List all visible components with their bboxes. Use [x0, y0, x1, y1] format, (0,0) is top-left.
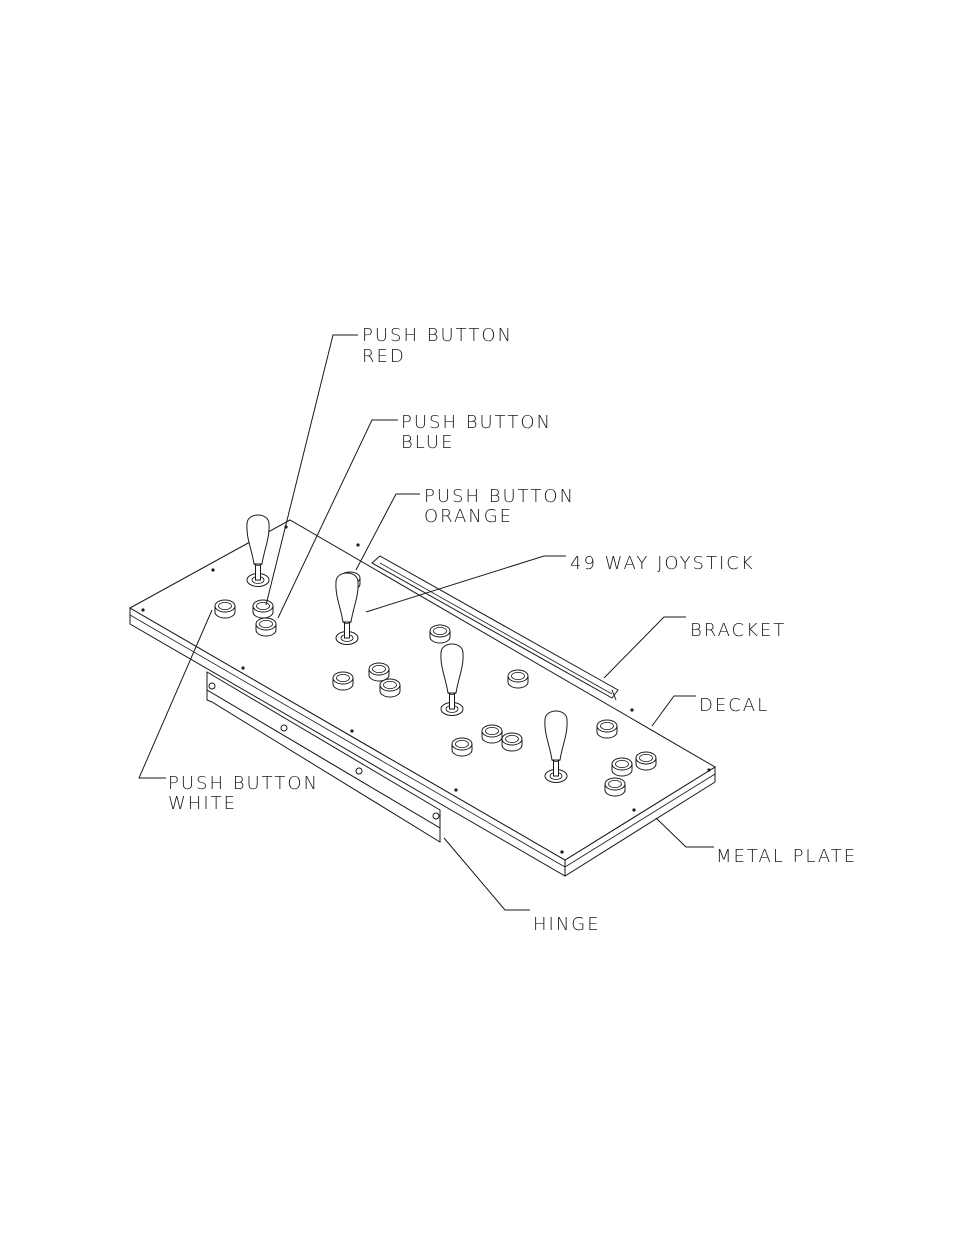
leader-lines — [138, 334, 714, 911]
label-push-button-white: PUSH BUTTON WHITE — [168, 773, 327, 814]
leader-decal — [651, 695, 696, 727]
joystick — [440, 643, 464, 716]
push-button — [214, 599, 236, 619]
label-push-button-orange: PUSH BUTTON ORANGE — [424, 486, 583, 527]
push-button — [379, 678, 401, 698]
leader-orange — [355, 493, 420, 571]
label-metal-plate: METAL PLATE — [716, 846, 857, 867]
label-49-way-joystick: 49 WAY JOYSTICK — [570, 553, 755, 574]
bracket — [371, 555, 619, 701]
label-bracket: BRACKET — [690, 620, 786, 641]
joystick — [335, 572, 359, 645]
mounting-screws — [141, 525, 711, 854]
push-button — [611, 757, 633, 777]
label-push-button-blue: PUSH BUTTON BLUE — [401, 412, 560, 453]
push-button — [451, 737, 473, 757]
label-push-button-red: PUSH BUTTON RED — [362, 325, 521, 367]
push-button — [429, 624, 451, 644]
hinge — [206, 671, 441, 843]
push-button — [507, 669, 529, 689]
leader-red — [265, 334, 358, 606]
leader-hinge — [443, 837, 530, 911]
joystick — [544, 710, 568, 783]
leader-metal-plate — [655, 817, 714, 848]
decal — [128, 519, 716, 861]
push-button — [252, 599, 274, 619]
leader-bracket — [603, 616, 686, 679]
push-button — [501, 732, 523, 752]
push-button — [635, 751, 657, 771]
push-button — [255, 617, 277, 637]
leader-blue — [277, 419, 398, 619]
push-button — [596, 719, 618, 739]
joysticks — [246, 514, 568, 783]
push-buttons — [214, 571, 657, 797]
push-button — [604, 777, 626, 797]
leader-white — [138, 609, 213, 779]
label-decal: DECAL — [699, 695, 769, 716]
joystick — [246, 514, 270, 587]
leader-joystick — [365, 555, 566, 613]
push-button — [481, 724, 503, 744]
label-hinge: HINGE — [533, 914, 601, 935]
push-button — [368, 662, 390, 682]
push-button — [332, 671, 354, 691]
